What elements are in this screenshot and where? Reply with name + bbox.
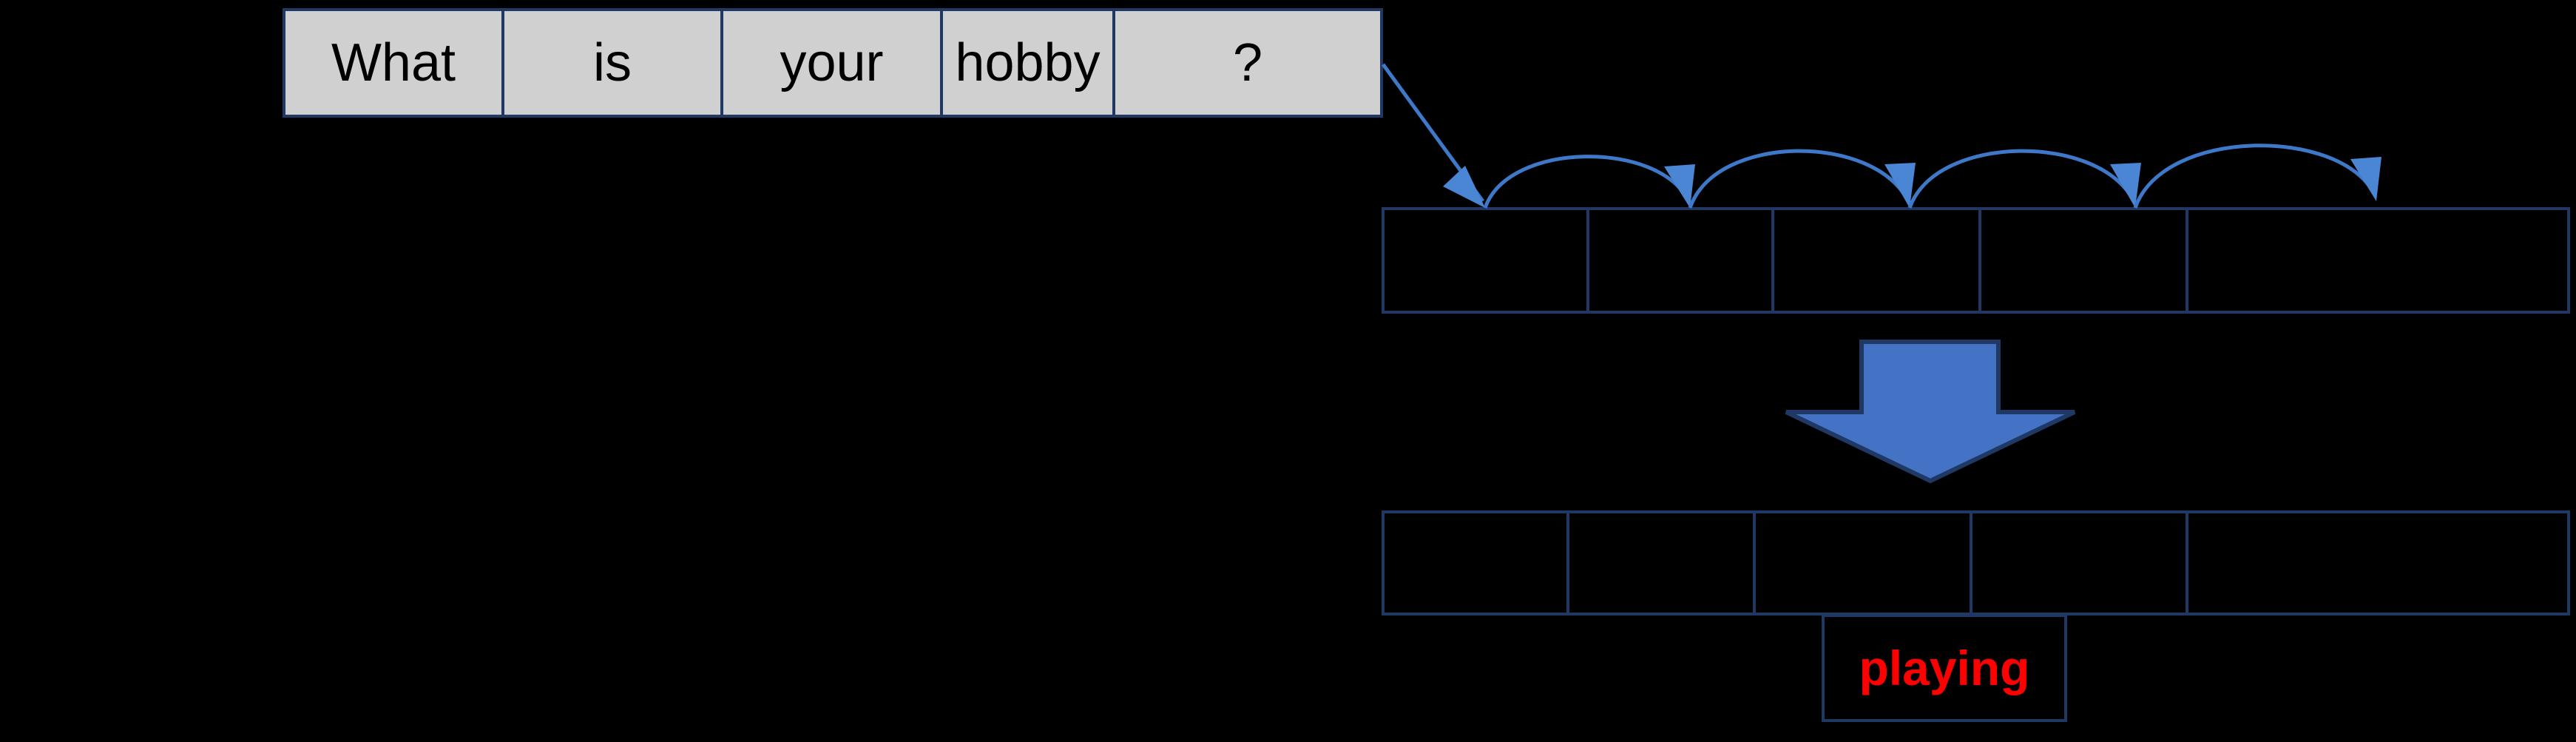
encoder-cell-0[interactable]	[1382, 207, 1589, 314]
input-cell-1[interactable]: is	[501, 8, 723, 118]
input-cell-3[interactable]: hobby	[940, 8, 1115, 118]
decoder-cell-4[interactable]	[2185, 510, 2570, 615]
input-cell-label-0: What	[331, 33, 456, 92]
diagonal-feed-arrow-icon	[1381, 63, 1485, 208]
output-word-cell[interactable]: playing	[1822, 614, 2067, 722]
input-cell-2[interactable]: your	[720, 8, 943, 118]
decoder-cell-0[interactable]	[1382, 510, 1569, 615]
encoder-cell-4[interactable]	[2185, 207, 2570, 314]
input-cell-label-4: ?	[1232, 33, 1263, 92]
output-word-label: playing	[1859, 641, 2030, 695]
input-sentence-table: What is your hobby ?	[283, 8, 1383, 118]
input-cell-label-2: your	[780, 33, 884, 92]
input-cell-label-1: is	[593, 33, 632, 92]
decoder-cell-1[interactable]	[1566, 510, 1756, 615]
input-cell-0[interactable]: What	[283, 8, 504, 118]
decoder-cell-2[interactable]	[1753, 510, 1972, 615]
decoder-states-table	[1382, 510, 2570, 615]
recurrence-arc-2	[1688, 149, 1916, 209]
input-cell-4[interactable]: ?	[1112, 8, 1383, 118]
recurrence-arc-3	[1907, 149, 2141, 209]
encoder-states-table	[1382, 207, 2570, 314]
encoder-cell-1[interactable]	[1586, 207, 1774, 314]
down-arrow-icon	[1785, 340, 2076, 484]
input-cell-label-3: hobby	[955, 33, 1101, 92]
encoder-cell-2[interactable]	[1771, 207, 1981, 314]
recurrence-arc-1	[1483, 155, 1695, 209]
encoder-cell-3[interactable]	[1978, 207, 2188, 314]
recurrence-arc-4	[2133, 144, 2381, 209]
decoder-cell-3[interactable]	[1970, 510, 2188, 615]
